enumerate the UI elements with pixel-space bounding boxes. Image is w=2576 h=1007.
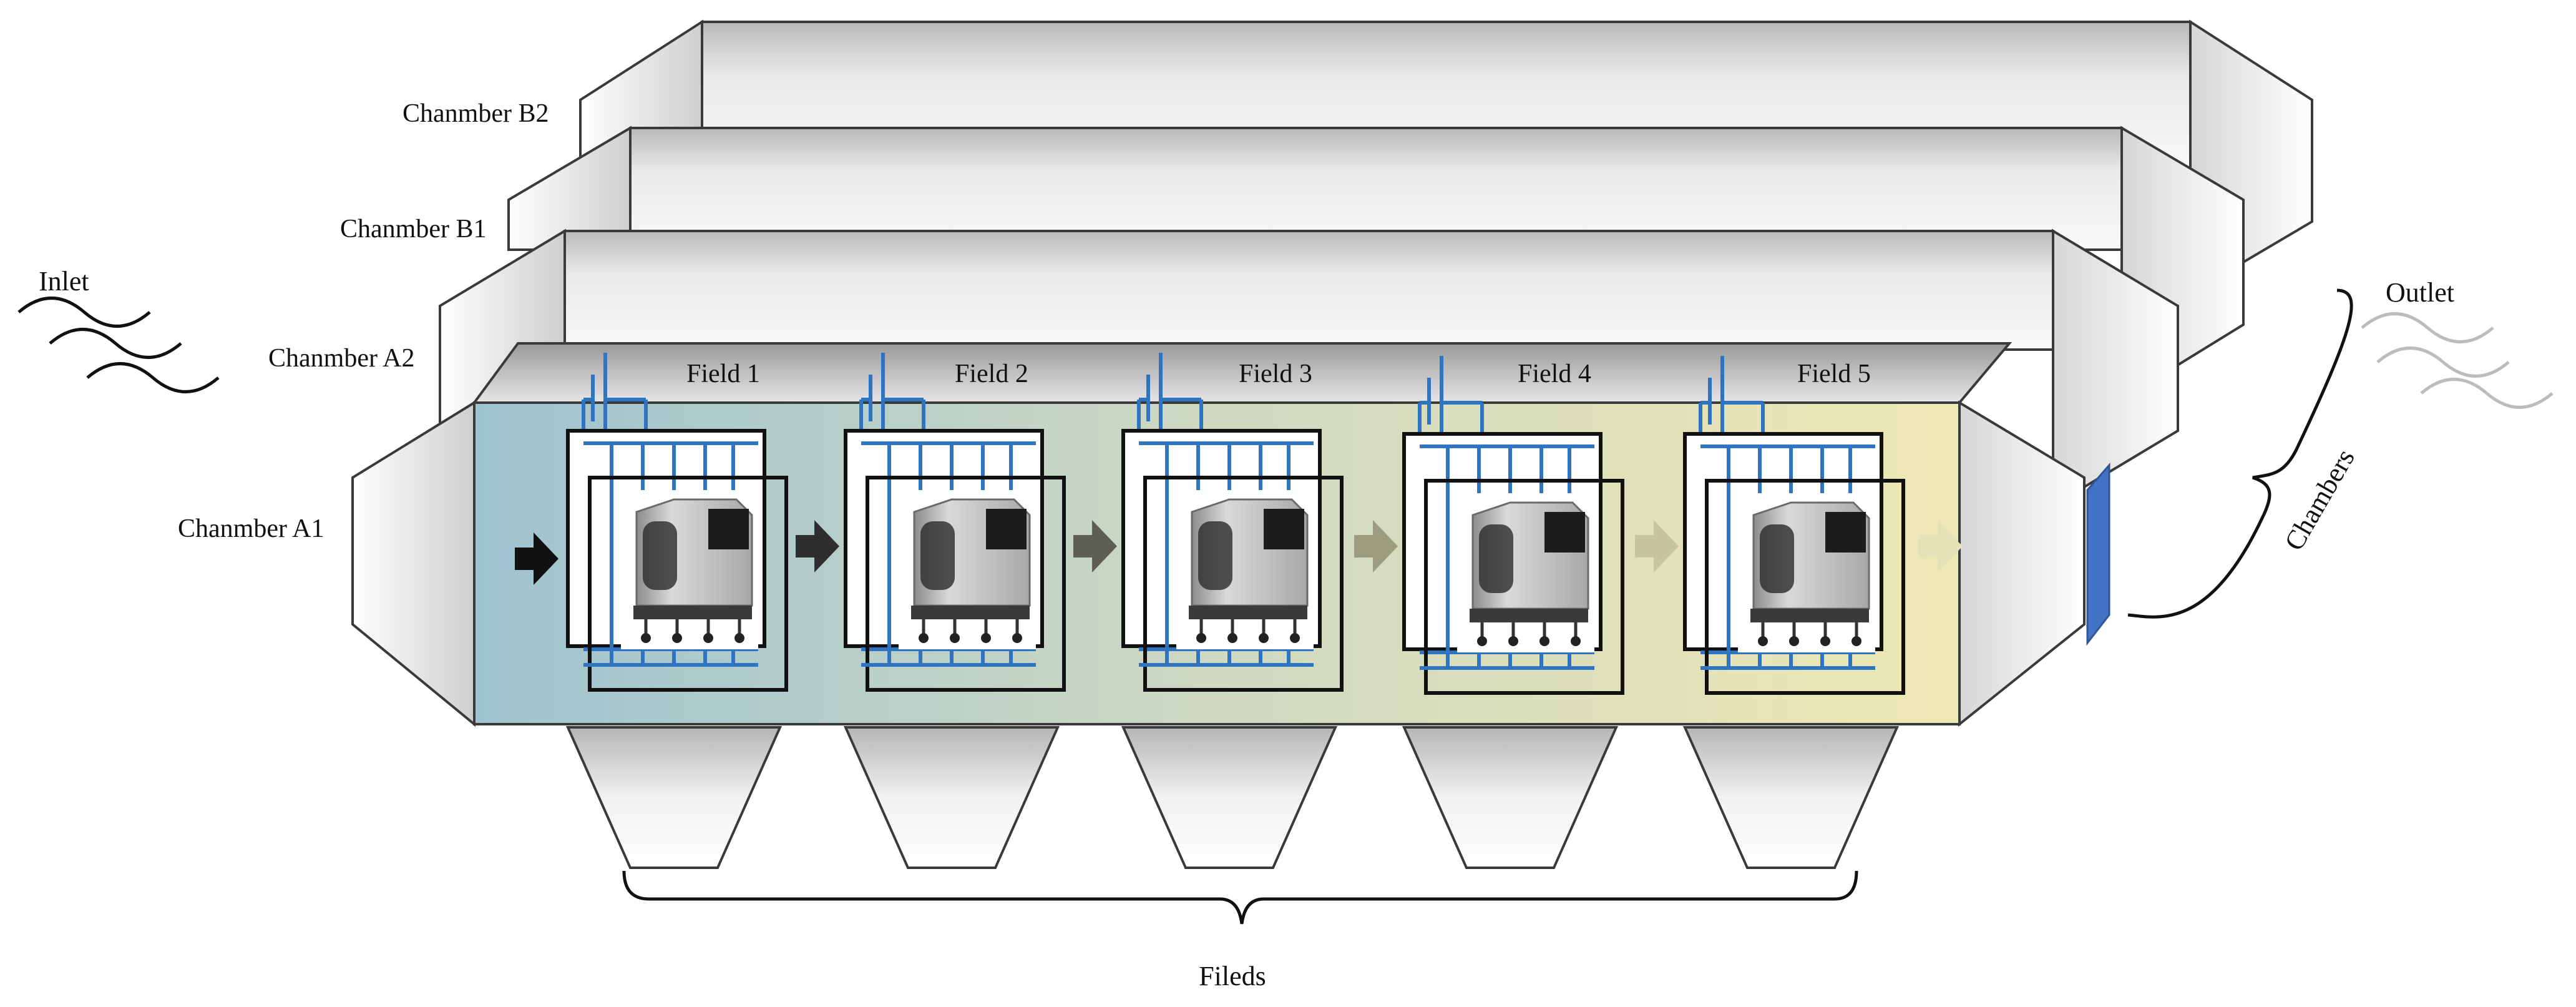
outlet: Outlet xyxy=(2362,277,2552,408)
chamber-label-a2: Chanmber A2 xyxy=(268,344,414,373)
outlet-label: Outlet xyxy=(2386,277,2454,308)
fields-brace: Fileds xyxy=(622,870,1858,991)
fields-label: Fileds xyxy=(1199,961,1266,991)
field-label-5: Field 5 xyxy=(1797,360,1871,388)
outlet-plate xyxy=(2086,463,2110,646)
field-label-3: Field 3 xyxy=(1239,360,1312,388)
inlet: Inlet xyxy=(19,266,218,392)
field-label-2: Field 2 xyxy=(955,360,1028,388)
chamber-label-b2: Chanmber B2 xyxy=(402,99,549,128)
field-label-1: Field 1 xyxy=(686,360,760,388)
hopper-icon xyxy=(567,726,781,869)
chamber-label-b1: Chanmber B1 xyxy=(340,215,486,243)
inlet-label: Inlet xyxy=(39,266,89,297)
hoppers xyxy=(567,726,1898,869)
gas-wave-icon xyxy=(2362,314,2552,408)
hopper-icon xyxy=(1684,726,1898,869)
field-label-4: Field 4 xyxy=(1518,360,1591,388)
hopper-icon xyxy=(1122,726,1337,869)
chamber-label-a1: Chanmber A1 xyxy=(178,514,324,543)
chamber-a2 xyxy=(439,228,2179,508)
hopper-icon xyxy=(1403,726,1617,869)
hopper-icon xyxy=(844,726,1059,869)
gas-wave-icon xyxy=(19,298,218,392)
